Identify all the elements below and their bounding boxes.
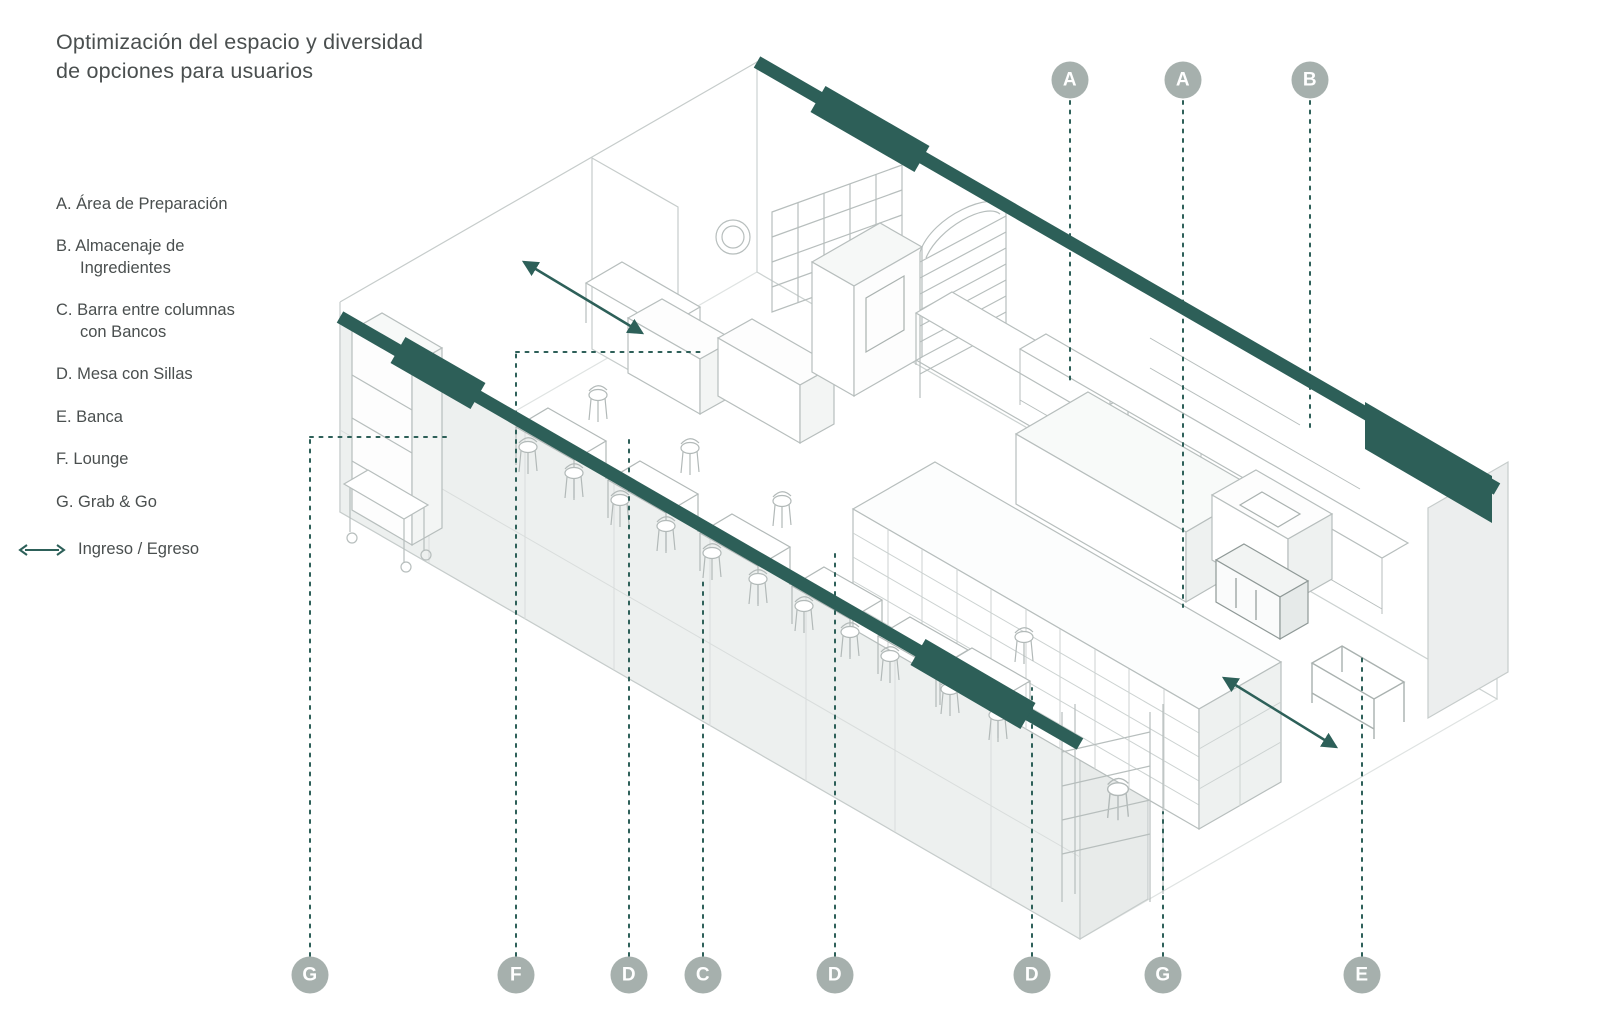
marker-bottom-c: C xyxy=(684,956,722,994)
legend-arrow-label: Ingreso / Egreso xyxy=(78,539,200,558)
marker-top-a-1: A xyxy=(1051,61,1089,99)
marker-bottom-g-2: G xyxy=(1144,956,1182,994)
ladder-shelf xyxy=(1061,704,1164,902)
legend-item-c-barra: C. Barra entre columnas con Bancos xyxy=(56,301,235,341)
marker-bottom-f: F xyxy=(497,956,535,994)
page-title: Optimización del espacio y diversidad de… xyxy=(56,30,424,83)
legend-item-b-almacenaje: B. Almacenaje de Ingredientes xyxy=(56,237,185,277)
legend-item-ingreso-egreso: Ingreso / Egreso xyxy=(18,539,306,560)
marker-bottom-e: E xyxy=(1343,956,1381,994)
marker-bottom-d-2: D xyxy=(816,956,854,994)
legend-item-g-grab-go: G. Grab & Go xyxy=(56,492,157,511)
legend-item-e-banca: E. Banca xyxy=(56,407,123,426)
marker-bottom-d-3: D xyxy=(1013,956,1051,994)
double-arrow-icon xyxy=(18,543,66,556)
legend-item-a-preparacion: A. Área de Preparación xyxy=(56,195,228,213)
legend: A. Área de Preparación B. Almacenaje de … xyxy=(18,194,306,581)
legend-item-f-lounge: F. Lounge xyxy=(56,450,129,469)
entry-exit-arrows xyxy=(521,260,1339,749)
marker-top-a-2: A xyxy=(1164,61,1202,99)
teal-bands xyxy=(336,56,1501,750)
marker-bottom-g-1: G xyxy=(291,956,329,994)
marker-bottom-d-1: D xyxy=(610,956,648,994)
legend-item-d-mesa: D. Mesa con Sillas xyxy=(56,365,193,384)
marker-top-b: B xyxy=(1291,61,1329,99)
leader-lines xyxy=(309,100,1363,957)
